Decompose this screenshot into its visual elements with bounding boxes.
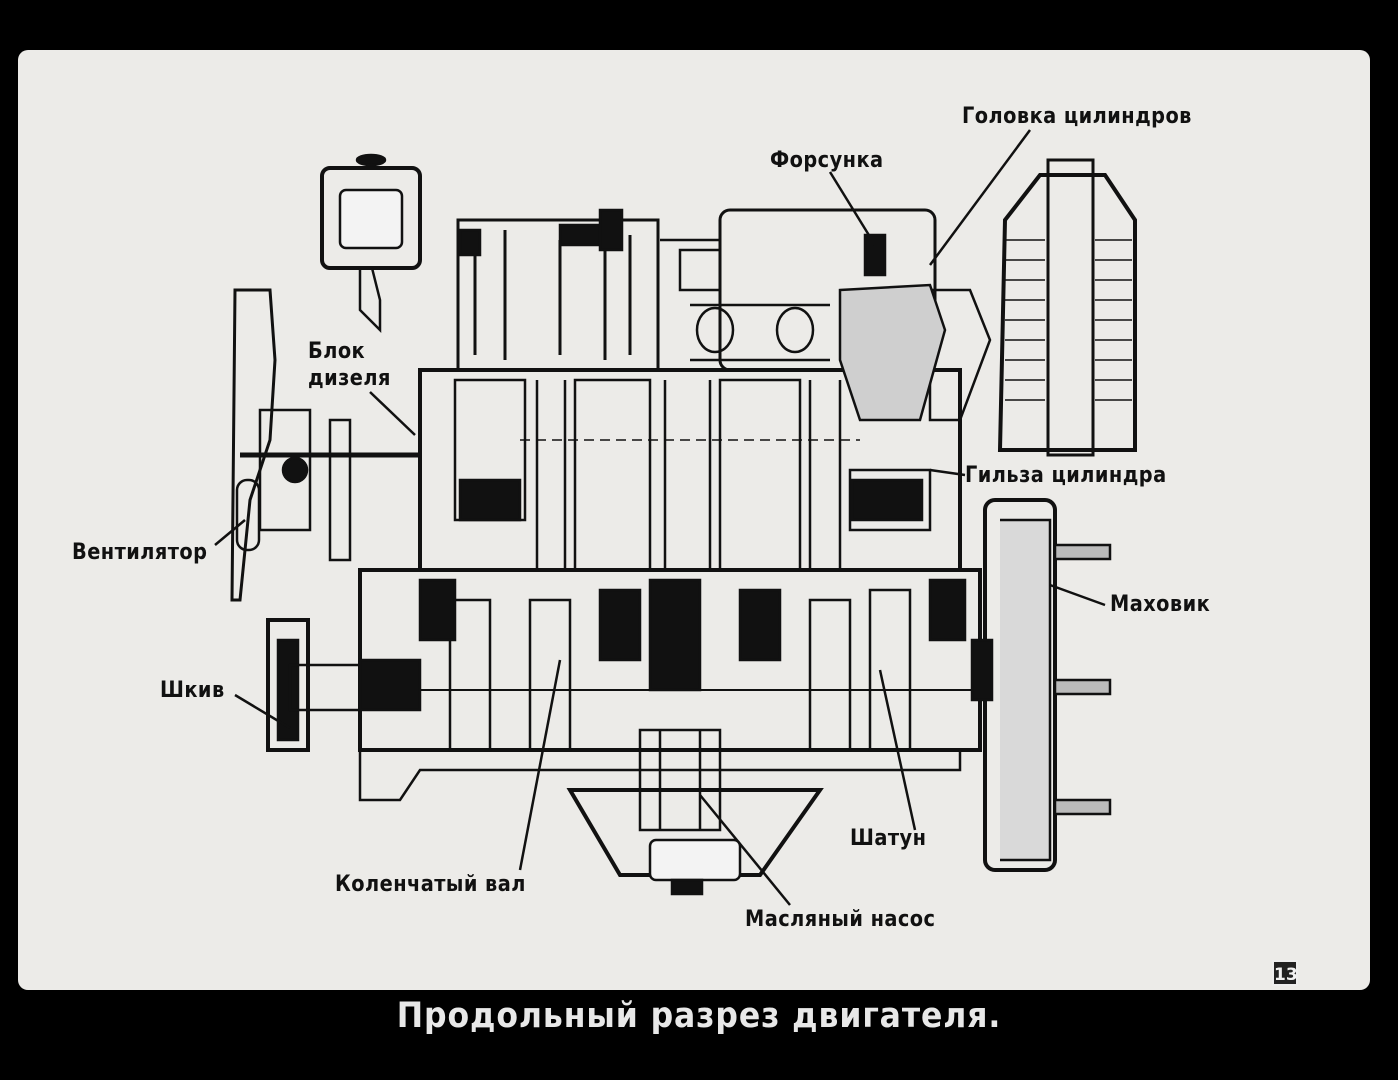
- frame-number: 13: [1272, 960, 1298, 986]
- label-cylinder-head: Головка цилиндров: [962, 104, 1192, 129]
- label-diesel-block: Блок дизеля: [308, 339, 391, 391]
- label-oil-pump: Масляный насос: [745, 907, 936, 932]
- label-injector: Форсунка: [770, 148, 884, 173]
- slide-caption: Продольный разрез двигателя.: [396, 996, 1002, 1036]
- label-pulley: Шкив: [160, 678, 225, 703]
- fan-blade: [230, 288, 277, 602]
- label-flywheel: Маховик: [1110, 592, 1211, 617]
- label-crankshaft: Коленчатый вал: [335, 872, 526, 897]
- label-connecting-rod: Шатун: [850, 826, 927, 851]
- label-fan: Вентилятор: [72, 540, 208, 565]
- radiator: [997, 173, 1137, 452]
- caption-bar: [0, 990, 1398, 1080]
- cylinder-head-left: [456, 218, 660, 372]
- label-cylinder-liner: Гильза цилиндра: [965, 463, 1167, 488]
- pulley: [266, 618, 310, 752]
- oil-pan: [566, 788, 824, 877]
